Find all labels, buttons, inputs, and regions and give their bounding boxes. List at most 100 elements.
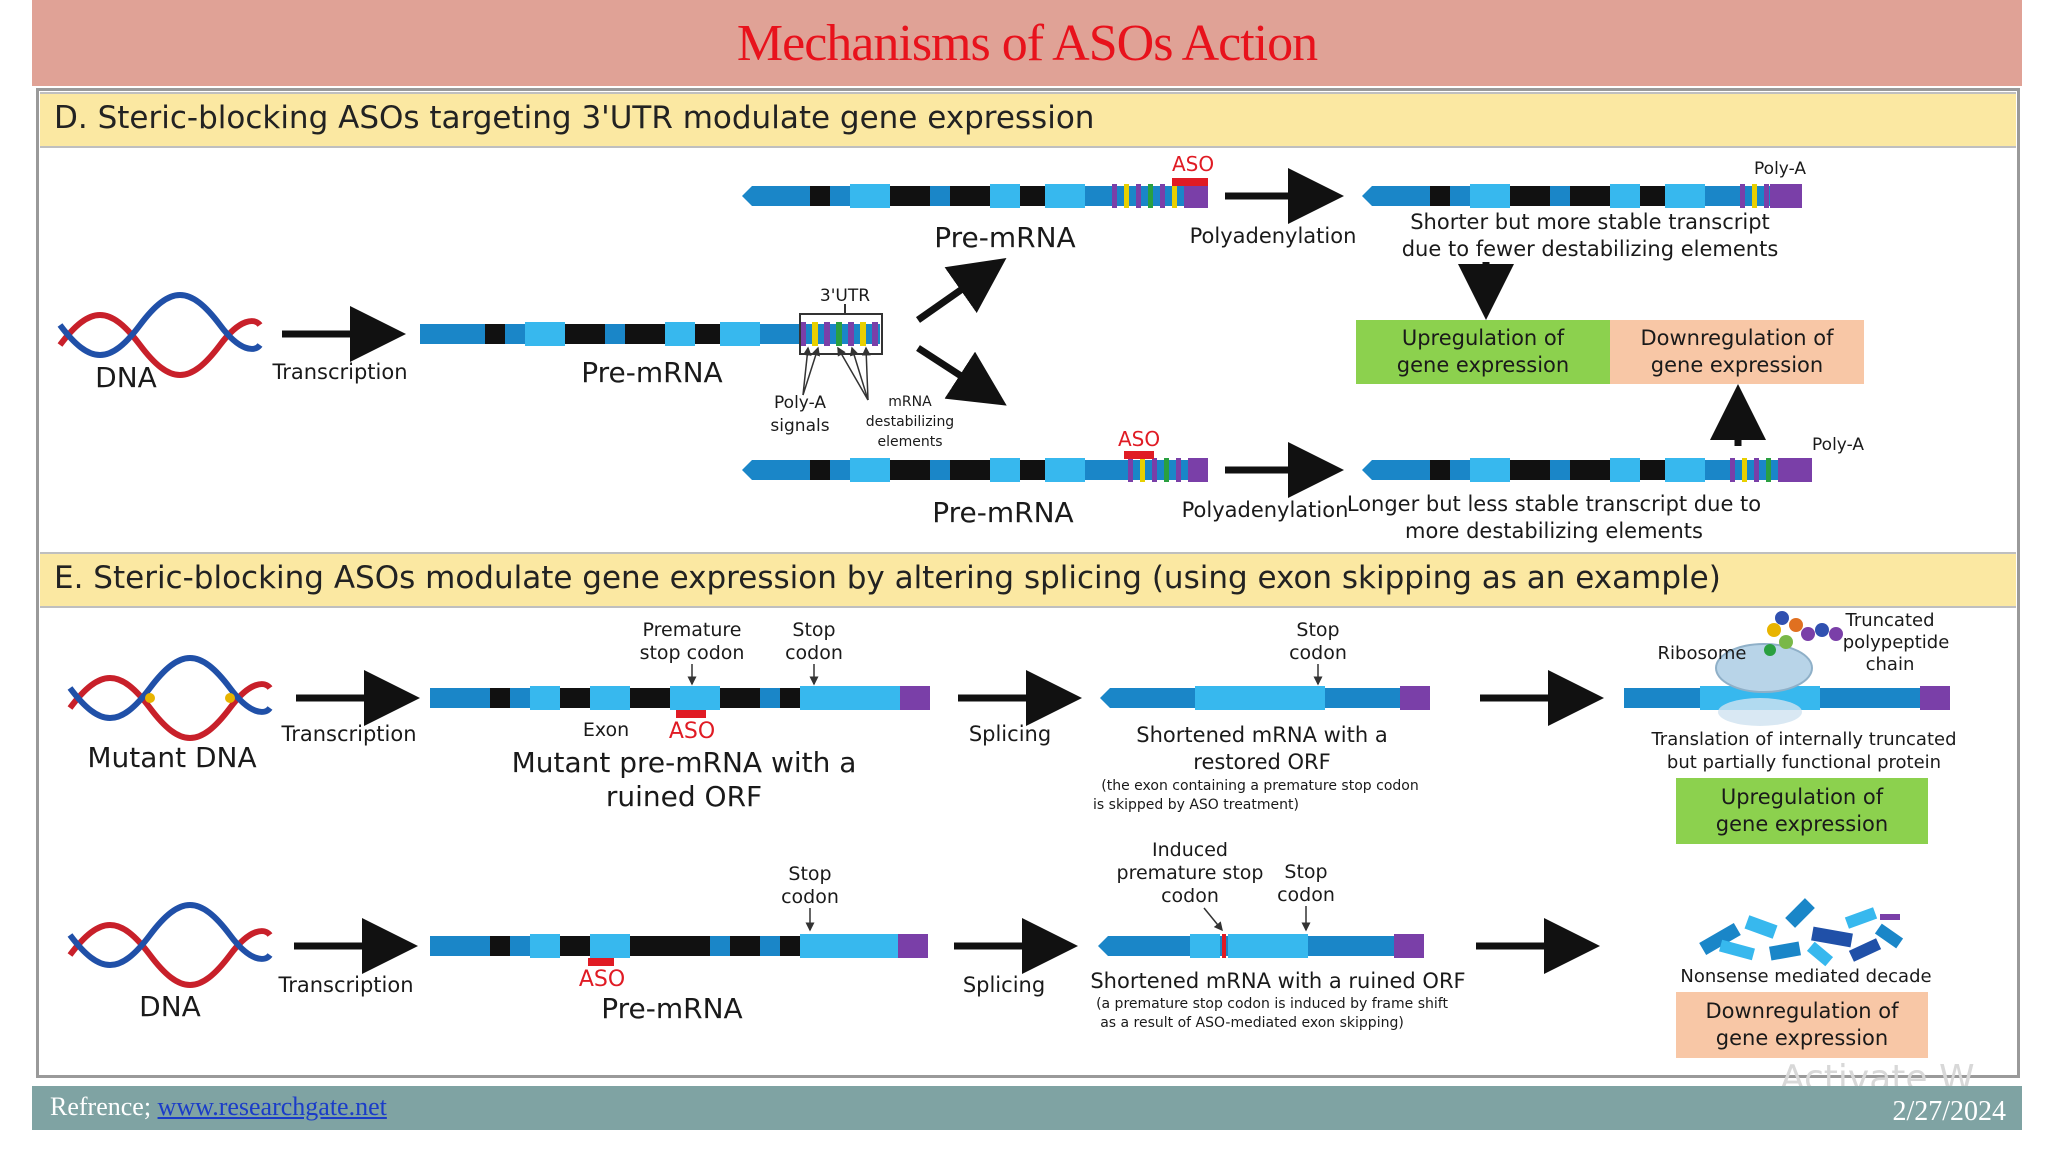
shortened-mrna-ruined: [1098, 934, 1424, 958]
branch-arrow-down: [916, 345, 1007, 406]
shortened-note-4: as a result of ASO-mediated exon skippin…: [1100, 1015, 1404, 1031]
upregulation-box-e: [1676, 778, 1928, 844]
slide-date: 2/27/2024: [1892, 1096, 2006, 1127]
shortened-ruined-label: Shortened mRNA with a ruined ORF: [1090, 969, 1465, 993]
pre-mrna-bottom-label: Pre-mRNA: [932, 496, 1073, 529]
downregulation-d-1: Downregulation of: [1640, 326, 1834, 350]
shortened-note-3: (a premature stop codon is induced by fr…: [1096, 996, 1448, 1012]
premature-stop-label-2: stop codon: [640, 642, 745, 664]
transcription-label: Transcription: [271, 360, 407, 384]
slide-title: Mechanisms of ASOs Action: [736, 14, 1318, 72]
shorter-text-2: due to fewer destabilizing elements: [1402, 237, 1779, 261]
upregulation-d-1: Upregulation of: [1402, 326, 1565, 350]
downregulation-d-2: gene expression: [1651, 353, 1823, 377]
translation-text-1: Translation of internally truncated: [1650, 729, 1956, 750]
polya-signals-label-2: signals: [770, 416, 829, 436]
utr-pointer-lines: [802, 346, 871, 401]
section-d-header: D. Steric-blocking ASOs targeting 3'UTR …: [40, 92, 2016, 148]
truncated-label-1: Truncated: [1844, 610, 1934, 631]
pre-mrna-top-label: Pre-mRNA: [934, 221, 1075, 254]
longer-text-2: more destabilizing elements: [1405, 519, 1703, 543]
upregulation-d-2: gene expression: [1397, 353, 1569, 377]
splicing-e1-label: Splicing: [969, 722, 1051, 746]
transcription-e1-label: Transcription: [280, 722, 416, 746]
pre-mrna-e2-label: Pre-mRNA: [601, 992, 742, 1025]
truncated-label-3: chain: [1866, 654, 1915, 675]
reference-prefix: Refrence;: [50, 1092, 158, 1121]
mutant-dna-label: Mutant DNA: [87, 741, 256, 774]
destab-label-1: mRNA: [888, 394, 932, 410]
induced-label-2: premature stop: [1117, 862, 1264, 884]
pre-mrna-top: [742, 178, 1208, 208]
dna-helix-icon: [57, 292, 263, 378]
pre-mrna-bottom: [742, 451, 1208, 482]
upregulation-e-2: gene expression: [1716, 812, 1888, 836]
dna-label: DNA: [95, 361, 157, 394]
shortened-note-2: is skipped by ASO treatment): [1093, 797, 1299, 813]
reference: Refrence; www.researchgate.net: [50, 1092, 387, 1122]
downregulation-box-d: [1610, 320, 1864, 384]
induced-label-3: codon: [1161, 885, 1219, 907]
ribosome-label: Ribosome: [1658, 643, 1747, 664]
mutant-pre-mrna-label-1: Mutant pre-mRNA with a: [512, 746, 857, 779]
reference-link[interactable]: www.researchgate.net: [157, 1092, 387, 1121]
stop-codon-b-1: Stop: [1296, 619, 1339, 641]
transcription-e2-label: Transcription: [277, 973, 413, 997]
upregulation-e-1: Upregulation of: [1721, 785, 1884, 809]
translation-text-2: but partially functional protein: [1667, 752, 1941, 773]
nmd-fragments-icon: [1699, 898, 1904, 967]
stop-codon-d-1: Stop: [1284, 861, 1327, 883]
polya-top-label: Poly-A: [1754, 159, 1806, 179]
shorter-text-1: Shorter but more stable transcript: [1410, 210, 1770, 234]
aso-bottom-label: ASO: [1118, 427, 1160, 451]
nmd-label: Nonsense mediated decade: [1680, 966, 1931, 987]
stop-codon-a-1: Stop: [792, 619, 835, 641]
ribosome-icon: [1624, 611, 1950, 726]
stop-codon-c-1: Stop: [788, 863, 831, 885]
polya-signals-label-1: Poly-A: [774, 393, 826, 413]
mutant-dna-helix-icon: [67, 655, 273, 741]
stop-codon-c-2: codon: [781, 886, 839, 908]
aso-top-label: ASO: [1172, 152, 1214, 176]
destab-label-3: elements: [877, 434, 942, 450]
premature-stop-label-1: Premature: [643, 619, 742, 641]
pre-mrna-e2: [430, 934, 928, 966]
utr-label: 3'UTR: [820, 286, 870, 306]
dna-helix-e2-icon: [67, 902, 273, 988]
stop-codon-b-2: codon: [1289, 642, 1347, 664]
shortened-restored-1: Shortened mRNA with a: [1136, 723, 1387, 747]
title-bar: Mechanisms of ASOs Action: [32, 0, 2022, 86]
upregulation-box-d: [1356, 320, 1610, 384]
downregulation-e-1: Downregulation of: [1705, 999, 1899, 1023]
mutant-pre-mrna-label-2: ruined ORF: [606, 780, 762, 813]
footer-bar: Refrence; www.researchgate.net 2/27/2024: [32, 1086, 2022, 1130]
exon-label: Exon: [583, 719, 629, 741]
downregulation-box-e: [1676, 992, 1928, 1058]
mrna-short-stable: [1362, 184, 1802, 208]
section-e-header-text: E. Steric-blocking ASOs modulate gene ex…: [54, 560, 1721, 596]
aso-e1-label: ASO: [669, 719, 715, 744]
section-e-header: E. Steric-blocking ASOs modulate gene ex…: [40, 552, 2016, 608]
polya-bottom-label: Poly-A: [1812, 435, 1864, 455]
splicing-e2-label: Splicing: [963, 973, 1045, 997]
pre-mrna-main-label: Pre-mRNA: [581, 356, 722, 389]
aso-e2-label: ASO: [579, 967, 625, 992]
stop-codon-a-2: codon: [785, 642, 843, 664]
longer-text-1: Longer but less stable transcript due to: [1347, 492, 1761, 516]
polyadenylation-bottom-label: Polyadenylation: [1182, 498, 1349, 522]
dna-e2-label: DNA: [139, 990, 201, 1023]
pre-mrna-main: [420, 313, 883, 355]
induced-label-1: Induced: [1152, 839, 1228, 861]
mutant-pre-mrna: [430, 686, 930, 718]
mrna-long-unstable: [1362, 458, 1812, 482]
destab-label-2: destabilizing: [866, 414, 954, 430]
section-d-header-text: D. Steric-blocking ASOs targeting 3'UTR …: [54, 100, 1095, 136]
truncated-label-2: polypeptide: [1843, 632, 1950, 653]
downregulation-e-2: gene expression: [1716, 1026, 1888, 1050]
polyadenylation-top-label: Polyadenylation: [1190, 224, 1357, 248]
shortened-restored-2: restored ORF: [1193, 750, 1330, 774]
shortened-note-1: (the exon containing a premature stop co…: [1101, 778, 1418, 794]
stop-codon-d-2: codon: [1277, 884, 1335, 906]
branch-arrow-up: [915, 257, 1007, 323]
